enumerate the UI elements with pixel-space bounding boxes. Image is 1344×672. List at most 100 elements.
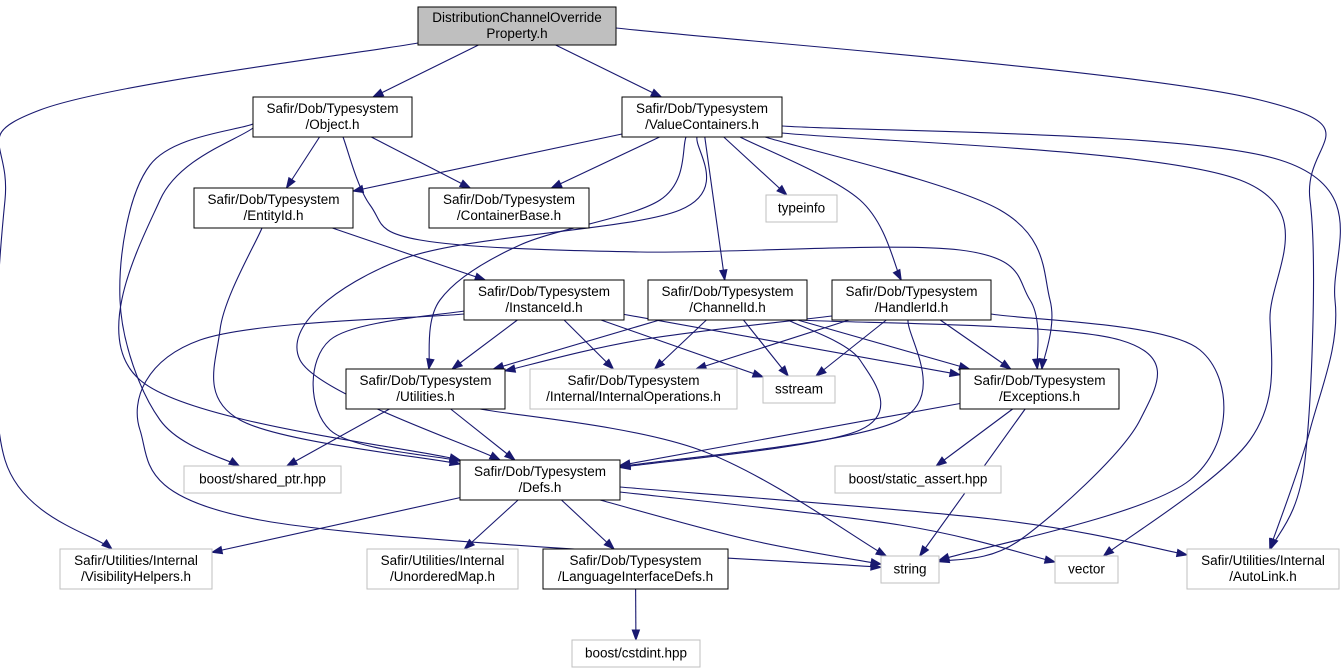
node-staticassert[interactable]: boost/static_assert.hpp [834,465,1002,494]
node-label: /UnorderedMap.h [390,569,495,584]
node-label: /Object.h [305,117,359,132]
node-typeinfo[interactable]: typeinfo [765,194,838,223]
arrowhead [285,176,296,190]
node-box [765,194,838,223]
node-label: Safir/Utilities/Internal [1201,553,1325,568]
edge-channelid-to-internalops [653,319,707,371]
node-unorderedmap[interactable]: Safir/Utilities/Internal/UnorderedMap.h [366,548,519,590]
node-object[interactable]: Safir/Dob/Typesystem/Object.h [252,96,413,138]
node-box [459,459,621,501]
node-label: string [893,562,926,577]
edge-line [428,136,687,370]
node-handlerid[interactable]: Safir/Dob/Typesystem/HandlerId.h [831,279,992,321]
node-internalops[interactable]: Safir/Dob/Typesystem/Internal/InternalOp… [529,368,738,410]
arrowhead [650,88,663,98]
node-box [183,465,342,494]
node-instanceid[interactable]: Safir/Dob/Typesystem/InstanceId.h [463,279,625,321]
node-label: Safir/Utilities/Internal [381,553,505,568]
edge-line [342,136,1039,370]
arrowhead [550,179,563,189]
edge-valuecontainers-to-handlerid [739,136,902,282]
arrowhead [718,269,728,282]
edge-valuecontainers-to-vector [781,132,1286,557]
node-label: boost/shared_ptr.hpp [199,472,326,487]
arrowhead [694,361,708,370]
edge-line [619,491,1056,563]
arrowhead [814,366,827,377]
edge-handlerid-to-exceptions [939,319,1012,370]
arrowhead [473,272,487,281]
arrowhead [778,365,790,378]
node-label: /ContainerBase.h [457,208,561,223]
edge-handlerid-to-sstream [814,319,887,377]
arrowhead [285,457,299,467]
edge-line [797,319,970,370]
node-defs[interactable]: Safir/Dob/Typesystem/Defs.h [459,459,621,501]
edge-line [504,315,833,372]
edge-root-to-visibility [0,42,419,550]
arrowhead [1043,555,1057,564]
node-cstdint[interactable]: boost/cstdint.hpp [571,639,701,668]
arrowhead [227,456,241,467]
edge-line [781,125,1341,550]
edge-defs-to-vector [619,491,1057,564]
node-label: Property.h [486,26,547,41]
edge-object-to-containerbase [371,136,472,189]
node-valuecontainers[interactable]: Safir/Dob/Typesystem/ValueContainers.h [621,96,783,138]
arrowhead [1102,546,1115,557]
node-box [428,187,590,229]
edge-utilities-to-defs [450,408,516,461]
node-entityid[interactable]: Safir/Dob/Typesystem/EntityId.h [193,187,354,229]
node-label: /HandlerId.h [875,300,949,315]
edge-object-to-entityid [285,136,320,190]
edge-line [623,313,961,376]
node-vector[interactable]: vector [1054,555,1119,584]
edge-valuecontainers-to-channelid [704,136,728,282]
edge-valuecontainers-to-utilities [426,136,687,371]
node-visibility[interactable]: Safir/Utilities/Internal/VisibilityHelpe… [59,548,213,590]
edge-valuecontainers-to-exceptions [764,136,1053,371]
node-box [834,465,1002,494]
arrowhead [602,358,615,371]
edge-line [561,499,615,550]
node-exceptions[interactable]: Safir/Dob/Typesystem/Exceptions.h [959,368,1120,410]
node-label: /EntityId.h [243,208,303,223]
edge-root-to-valuecontainers [555,44,663,98]
node-langif[interactable]: Safir/Dob/Typesystem/LanguageInterfaceDe… [542,548,729,590]
node-box [542,548,729,590]
arrowhead [892,268,902,282]
edge-line [938,313,1225,561]
edge-line [599,499,882,565]
edge-valuecontainers-to-autolink [781,125,1341,551]
edge-root-to-object [371,44,479,98]
edge-line [723,136,788,196]
edge-entityid-to-defs [213,227,462,467]
edge-line [619,402,961,466]
node-sstream[interactable]: sstream [762,375,836,404]
node-label: typeinfo [778,201,825,216]
arrowhead [618,459,632,468]
edge-line [939,319,1012,370]
node-channelid[interactable]: Safir/Dob/Typesystem/ChannelId.h [647,279,808,321]
edge-line [654,319,707,370]
node-box [880,555,940,584]
edge-utilities-to-sharedptr [285,408,390,467]
edge-line [213,227,461,465]
node-label: boost/cstdint.hpp [585,646,687,661]
node-label: Safir/Dob/Typesystem [474,464,606,479]
node-containerbase[interactable]: Safir/Dob/Typesystem/ContainerBase.h [428,187,590,229]
arrowhead [503,450,516,461]
node-box [529,368,738,410]
node-utilities[interactable]: Safir/Dob/Typesystem/Utilities.h [345,368,506,410]
node-autolink[interactable]: Safir/Utilities/Internal/AutoLink.h [1186,548,1340,590]
node-string[interactable]: string [880,555,940,584]
edge-line [119,123,254,467]
edge-line [555,44,662,98]
edge-channelid-to-sstream [743,319,790,378]
node-label: Safir/Dob/Typesystem [973,373,1105,388]
node-sharedptr[interactable]: boost/shared_ptr.hpp [183,465,342,494]
node-box [193,187,354,229]
edge-entityid-to-instanceid [332,227,487,281]
edge-line [935,408,1013,467]
